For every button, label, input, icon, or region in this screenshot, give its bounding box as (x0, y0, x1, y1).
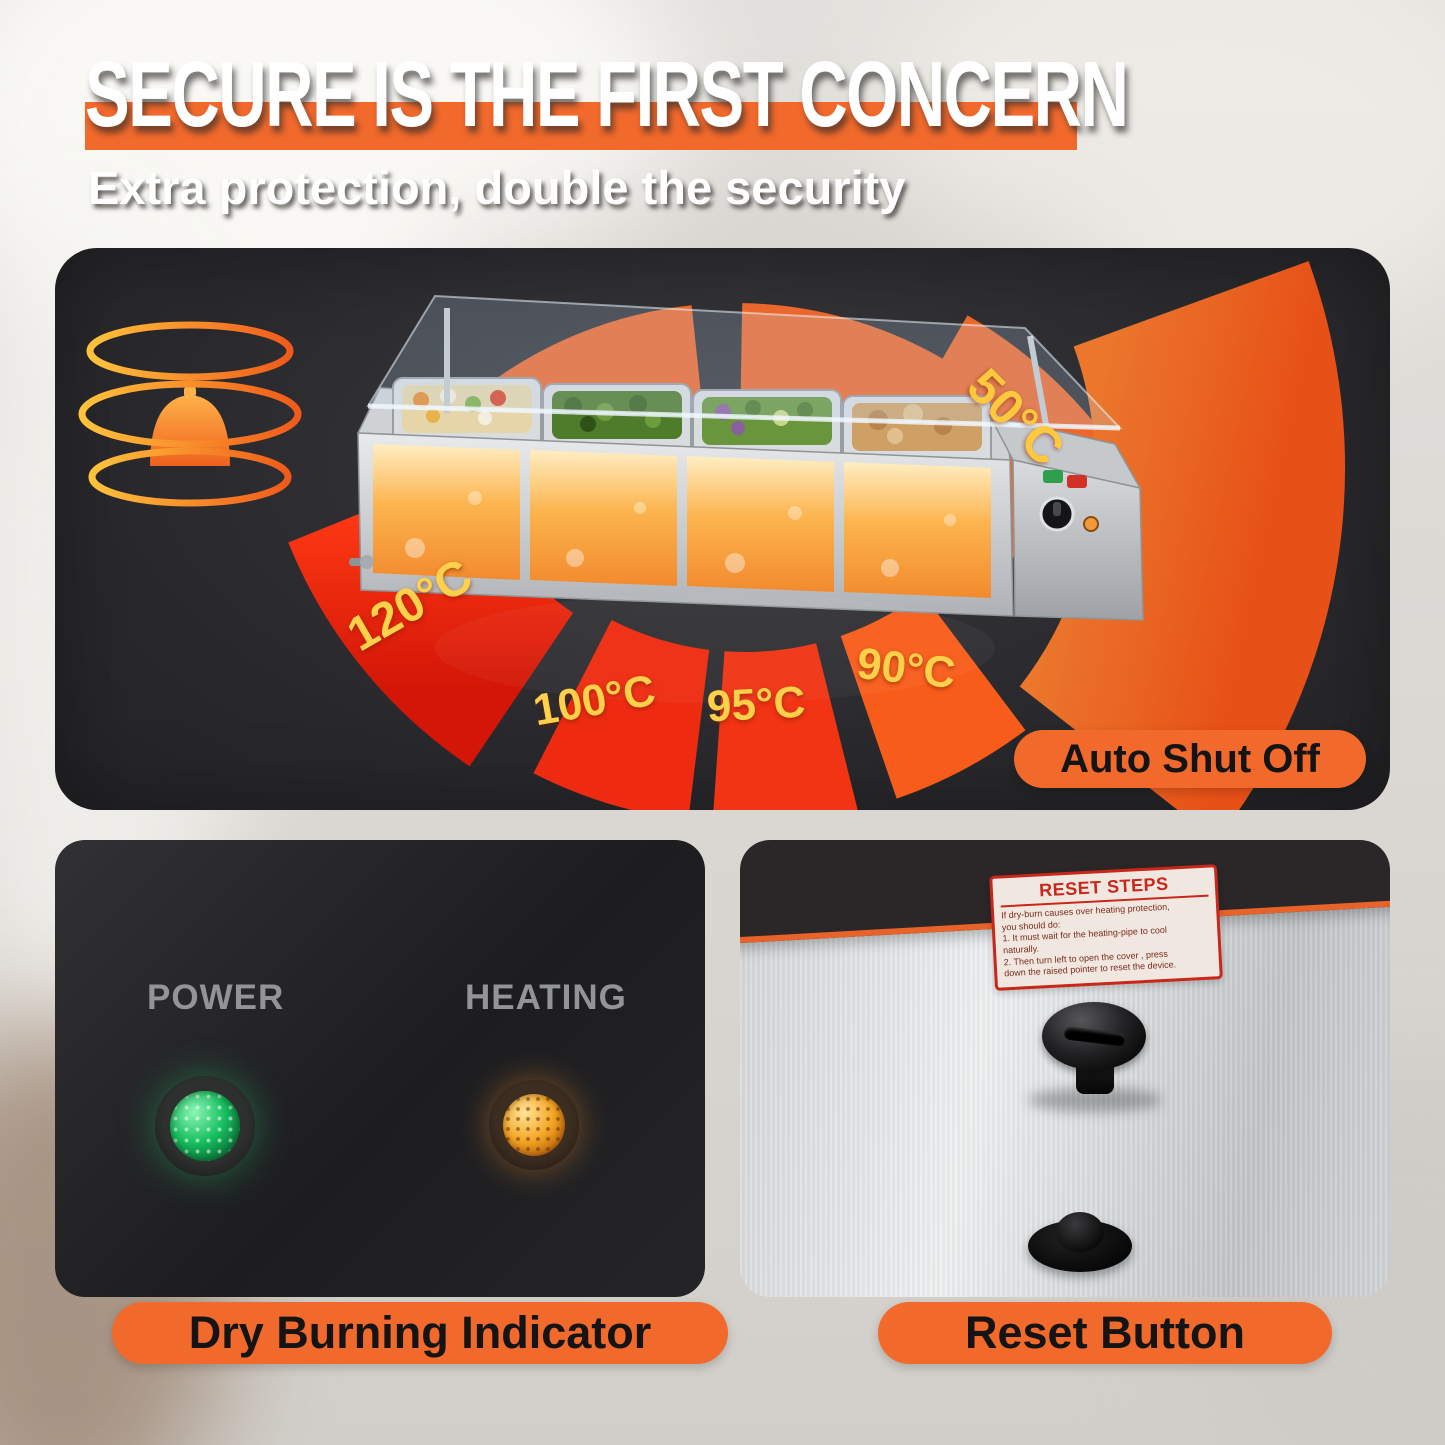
power-led-lens (170, 1091, 240, 1161)
indicator-card: POWER HEATING (55, 840, 705, 1297)
glass-cover (366, 294, 1123, 431)
reset-steps-sticker: RESET STEPS If dry-burn causes over heat… (989, 864, 1223, 992)
bain-marie-product (349, 294, 1144, 703)
food-pan-vegetables (392, 377, 542, 453)
lower-knob (1028, 1212, 1138, 1282)
auto-shut-off-badge: Auto Shut Off (1014, 730, 1366, 788)
steam-haze (435, 593, 995, 703)
food-warmer-illustration (78, 261, 1345, 810)
headline-accent-bar (85, 102, 1077, 150)
power-label: POWER (147, 978, 285, 1017)
knob-cap (1042, 1002, 1146, 1070)
reset-card: RESET STEPS If dry-burn causes over heat… (740, 840, 1390, 1297)
pilot-light (1083, 516, 1099, 532)
reset-button-badge: Reset Button (878, 1302, 1332, 1364)
dry-burning-indicator-badge: Dry Burning Indicator (112, 1302, 728, 1364)
temp-label-90: 90°C (854, 638, 958, 699)
lower-knob-hub (1056, 1212, 1104, 1252)
control-panel (1039, 470, 1099, 532)
food-pan-salad (692, 389, 842, 465)
hero-panel: 50°C 120°C 100°C 95°C 90°C Auto Shut Off (55, 248, 1390, 810)
power-led-green (155, 1076, 255, 1176)
siren-alert-icon (78, 321, 302, 507)
page-subtitle: Extra protection, double the security (88, 161, 906, 214)
food-pan-meat (842, 395, 992, 471)
heating-led-amber (489, 1080, 579, 1170)
heating-label: HEATING (465, 978, 627, 1017)
reset-knob (1028, 1002, 1162, 1122)
glow-windows (373, 444, 991, 598)
temp-label-95: 95°C (705, 677, 807, 732)
headline-block: SECURE IS THE FIRST CONCERN (85, 46, 1405, 156)
knob-slot (1063, 1026, 1127, 1047)
page-title: SECURE IS THE FIRST CONCERN (85, 42, 1129, 147)
heating-led-lens (503, 1094, 565, 1156)
